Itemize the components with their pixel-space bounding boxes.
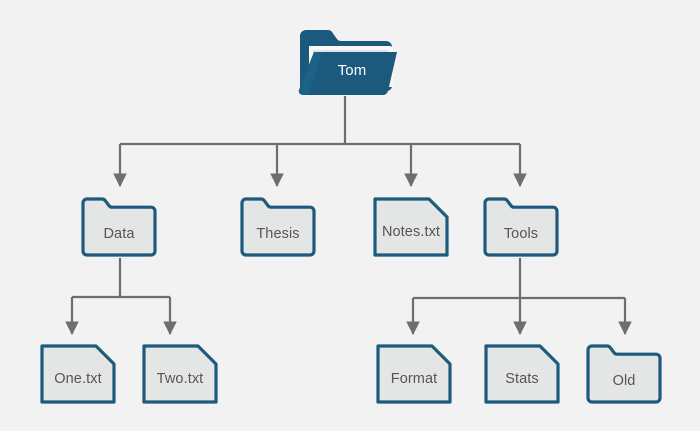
- node-file-notes-txt[interactable]: Notes.txt: [372, 196, 450, 258]
- file-shape: [373, 197, 449, 257]
- node-root-tom[interactable]: Tom: [294, 24, 402, 96]
- file-shape: [142, 344, 218, 404]
- file-shape: [376, 344, 452, 404]
- folder-shape: [240, 197, 316, 257]
- open-folder-front-highlight: [298, 52, 322, 96]
- file-shape: [484, 344, 560, 404]
- node-file-format[interactable]: Format: [375, 343, 453, 405]
- node-folder-thesis[interactable]: Thesis: [239, 196, 317, 258]
- open-folder-front: [298, 52, 397, 96]
- folder-shape: [483, 197, 559, 257]
- node-file-stats[interactable]: Stats: [483, 343, 561, 405]
- node-folder-old[interactable]: Old: [585, 343, 663, 405]
- folder-shape: [586, 344, 662, 404]
- folder-shape: [81, 197, 157, 257]
- file-shape: [40, 344, 116, 404]
- node-file-one-txt[interactable]: One.txt: [39, 343, 117, 405]
- node-file-two-txt[interactable]: Two.txt: [141, 343, 219, 405]
- node-folder-tools[interactable]: Tools: [482, 196, 560, 258]
- node-folder-data[interactable]: Data: [80, 196, 158, 258]
